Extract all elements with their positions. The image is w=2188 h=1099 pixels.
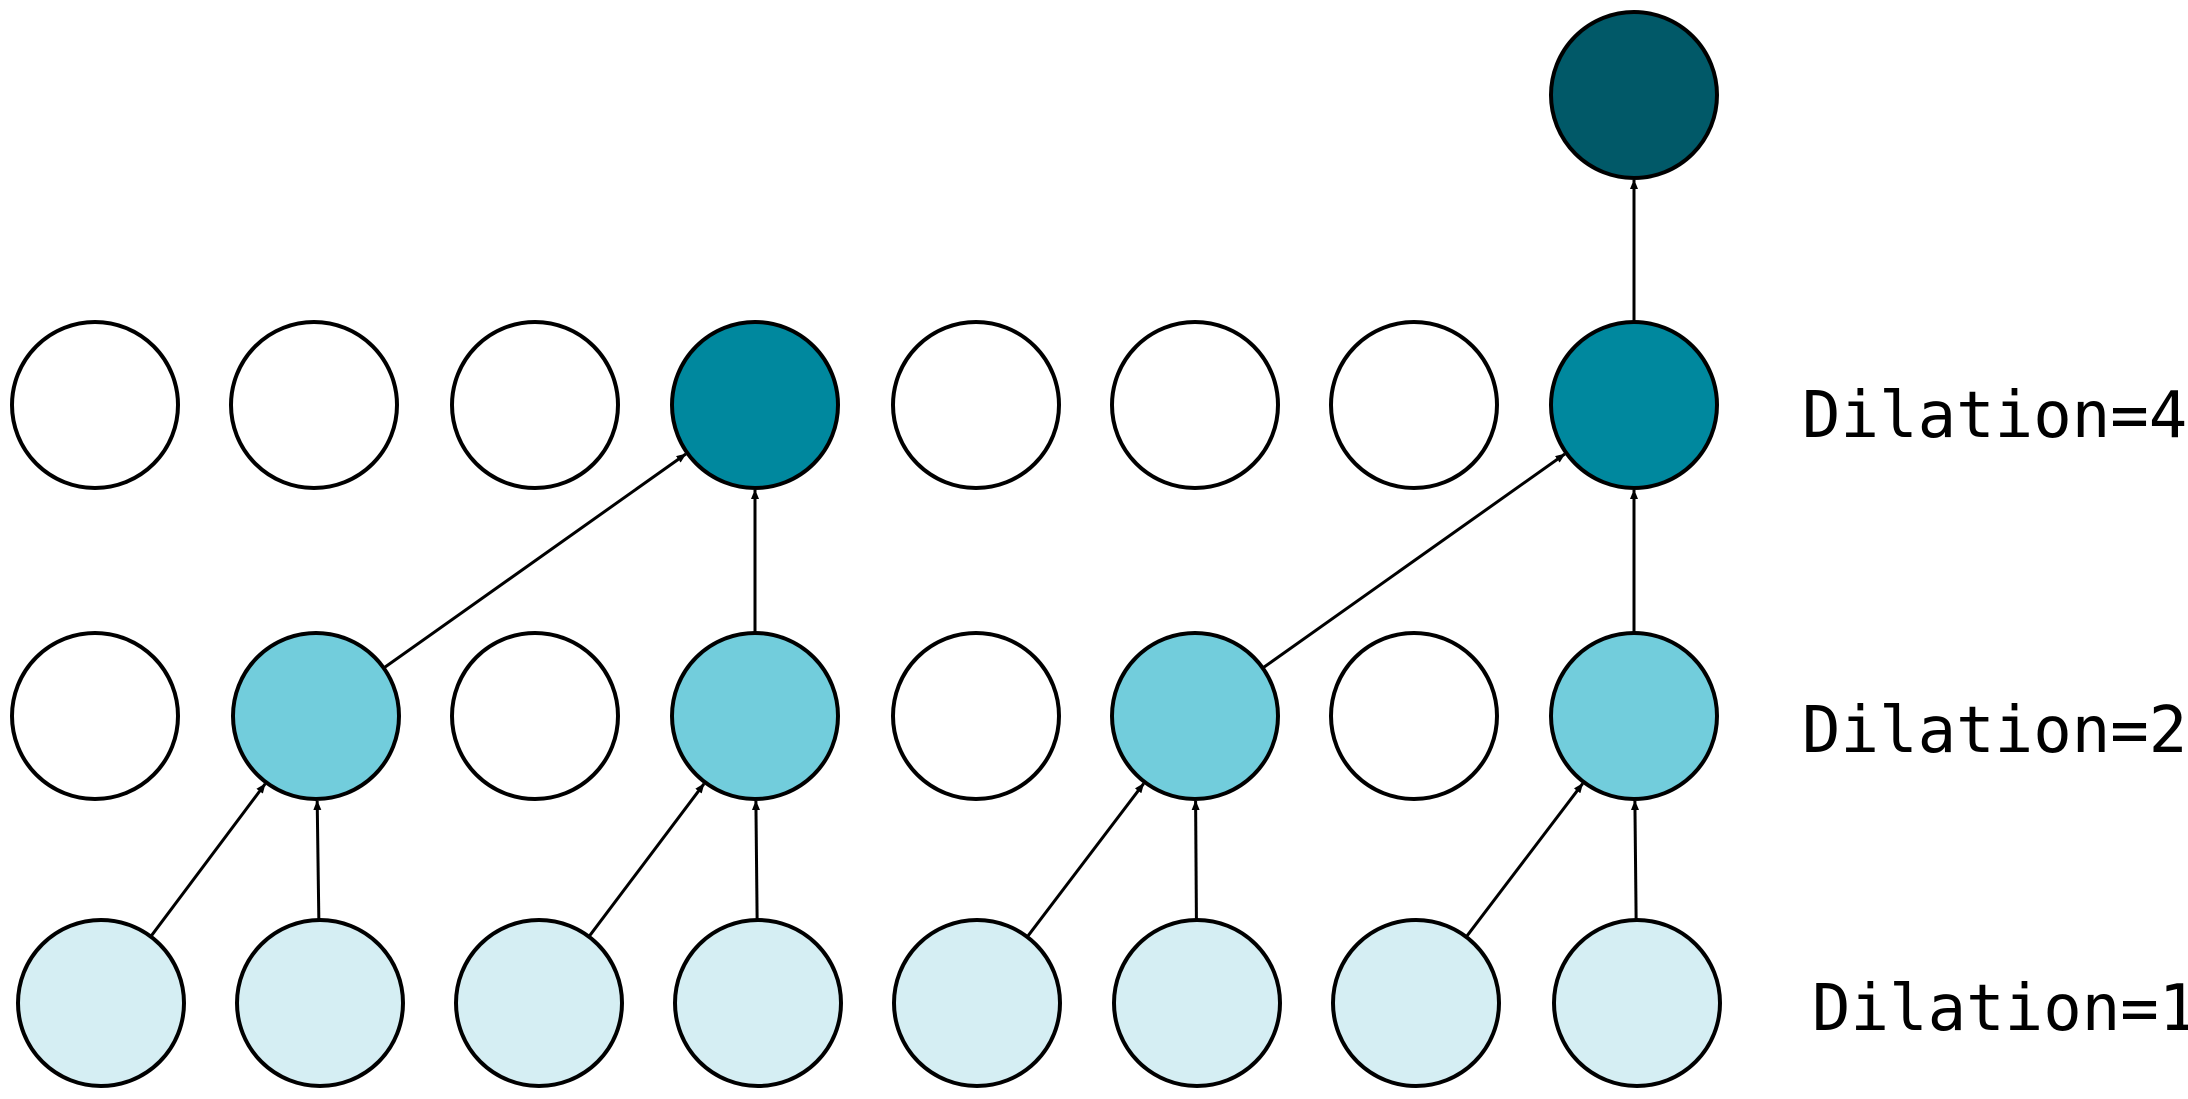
input-node-1-active <box>235 918 405 1088</box>
input-node-3-active <box>673 918 843 1088</box>
connection-arrow-2 <box>587 783 706 938</box>
connection-arrow-1 <box>313 799 322 921</box>
input-node-5-active <box>1112 918 1282 1088</box>
hidden-1-node-7-active <box>1549 631 1719 801</box>
hidden-2-node-4-inactive <box>891 320 1061 490</box>
hidden-1-node-1-active <box>231 631 401 801</box>
hidden-2-node-3-active <box>670 320 840 490</box>
label-dilation-1: Dilation=1 <box>1812 972 2188 1046</box>
connection-arrow-6 <box>1465 782 1584 938</box>
connection-arrow-10 <box>1261 452 1566 670</box>
hidden-1-node-0-inactive <box>10 631 180 801</box>
connection-arrow-0 <box>149 783 267 938</box>
hidden-1-node-4-inactive <box>891 631 1061 801</box>
connection-arrow-4 <box>1026 782 1145 938</box>
hidden-2-node-6-inactive <box>1329 320 1499 490</box>
input-node-4-active <box>892 918 1062 1088</box>
connection-arrow-5 <box>1191 799 1200 921</box>
hidden-1-node-5-active <box>1110 631 1280 801</box>
connection-arrow-3 <box>751 799 760 921</box>
hidden-1-node-3-active <box>670 631 840 801</box>
hidden-1-node-6-inactive <box>1329 631 1499 801</box>
input-node-0-active <box>16 918 186 1088</box>
hidden-2-node-7-active <box>1549 320 1719 490</box>
hidden-2-node-5-inactive <box>1110 320 1280 490</box>
neuron-nodes <box>10 10 1722 1088</box>
hidden-2-node-2-inactive <box>450 320 620 490</box>
input-node-6-active <box>1331 918 1501 1088</box>
input-node-2-active <box>454 918 624 1088</box>
hidden-2-node-1-inactive <box>229 320 399 490</box>
output-node-7-active <box>1549 10 1719 180</box>
connection-arrow-7 <box>1630 799 1639 921</box>
label-dilation-4: Dilation=4 <box>1802 379 2187 453</box>
layer-labels: Dilation=1 Dilation=2 Dilation=4 <box>1802 379 2188 1046</box>
connection-arrows <box>149 179 1639 938</box>
label-dilation-2: Dilation=2 <box>1802 694 2187 768</box>
connection-arrow-8 <box>382 452 687 670</box>
hidden-1-node-2-inactive <box>450 631 620 801</box>
hidden-2-node-0-inactive <box>10 320 180 490</box>
input-node-7-active <box>1552 918 1722 1088</box>
